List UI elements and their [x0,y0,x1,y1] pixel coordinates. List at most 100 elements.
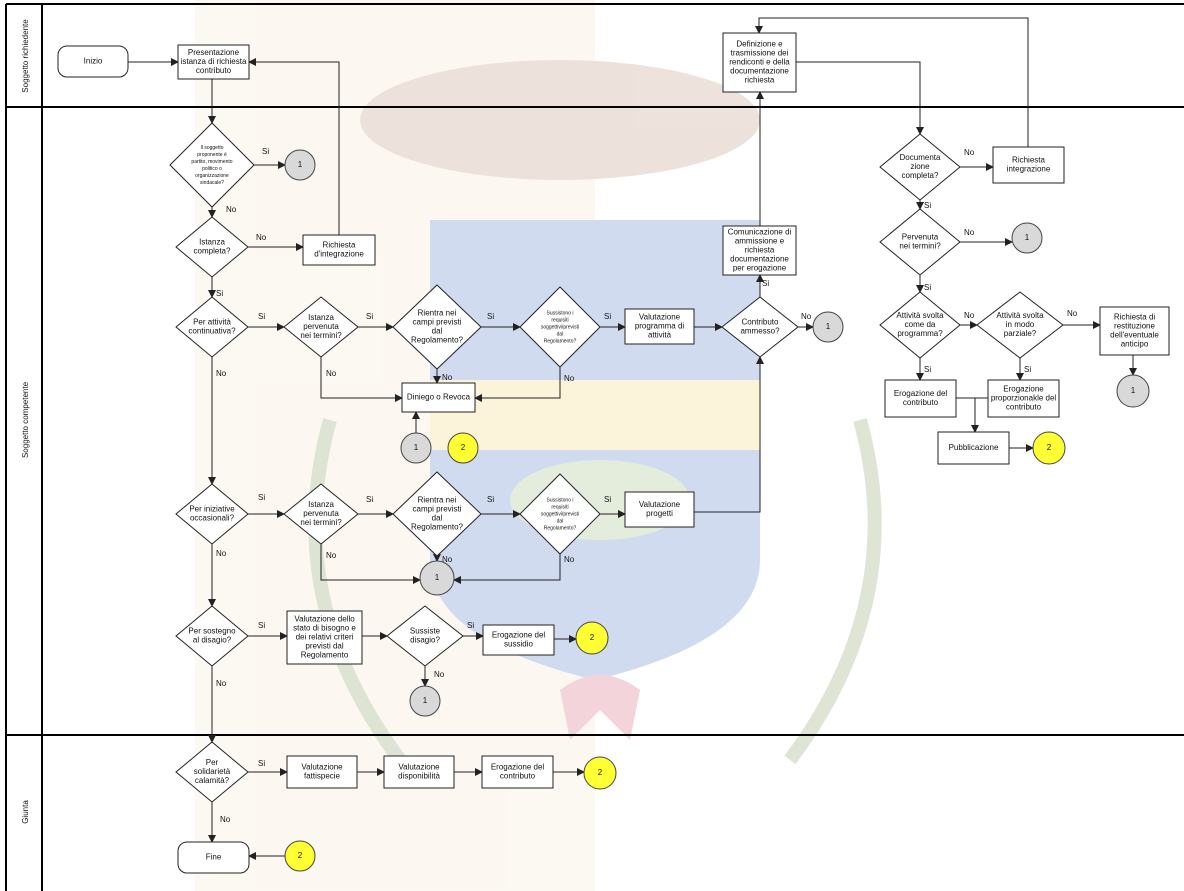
presentazione-text-line: istanza di richiesta [181,57,247,66]
connector-1-disagio-label: 1 [423,696,428,705]
valut-programma-text-line: attività [648,331,672,340]
q-sussiste-text-line: Sussiste [410,627,441,636]
inizio-text-line: Inizio [84,57,103,66]
presentazione-text-line: Presentazione [188,48,240,57]
q-pervenuta2-text-line: Istanza [308,500,334,509]
q-sussistono1-text-line: requisiti [551,317,568,323]
connector-1-diniego-circle [400,432,432,464]
connector-2-sussidio-circle [575,621,609,655]
q-rientra1-diamond [392,284,482,370]
q-partito-text-line: organizzazione [195,173,229,179]
q-rientra1-text-line: Regolamento? [411,336,464,345]
connector-2-pubblicazione-circle [1032,431,1066,465]
q-occasionali-text-line: occasionali? [190,514,235,523]
valut-disponibilita-shape [383,755,455,789]
connector-2-diniego-circle [447,432,479,464]
q-pervenuta2-diamond [283,483,359,545]
connector-1-partito-circle [284,149,316,181]
erog-proporz-text-line: proporzionakle del [991,394,1057,403]
watermark-shield-top [430,220,760,370]
connector-1-contributo-circle [812,311,844,343]
q-istanza-diamond [175,216,249,278]
q-occasionali-diamond [175,483,249,545]
edge-label-si-15: Si [366,495,373,504]
fine-box: Fine [177,841,250,874]
q-disagio-text-line: al disagio? [193,636,232,645]
swim-lanes: Soggetto richiedente Soggetto competente… [5,3,1184,891]
q-attivita-parz-text-line: parziale? [1004,329,1037,338]
edge-label-si-31: Si [924,283,931,292]
connector-1-restituzione-circle [1116,374,1150,408]
erog-contributo1-text-line: contributo [903,398,939,407]
q-disagio-text-line: Per sostegno [188,627,236,636]
q-partito-text-line: sindacale? [200,180,224,186]
edge-label-no-30: No [964,228,975,237]
erog-contributo2-shape [481,755,554,789]
edge-label-si-7: Si [604,312,611,321]
connector-1-disagio: 1 [409,685,441,717]
edge-label-no-13: No [216,369,227,378]
erog-contributo1-shape [884,379,957,418]
valut-bisogno-text-line: Regolamento [301,651,349,660]
diniego-shape [401,382,476,413]
connector-2-fine-label: 2 [298,851,303,860]
edge-label-no-20: No [564,555,575,564]
flow-edge-28 [694,356,764,513]
connector-1-pervenuta3: 1 [1011,222,1043,254]
richiesta-restit-box: Richiesta direstituzionedell'eventualean… [1099,306,1170,356]
connector-1-contributo-label: 1 [826,322,831,331]
flow-edges [128,17,1137,860]
erog-contributo1-text-line: Erogazione del [894,389,948,398]
comunicazione-text-line: ammissione e [735,237,785,246]
q-pervenuta3-text-line: nei termini? [899,242,941,251]
richiesta-integr2-text-line: integrazione [1007,165,1051,174]
edge-label-no-8: No [801,312,812,321]
edge-label-si-5: Si [366,312,373,321]
flow-edge-29 [320,544,421,584]
flow-edge-31 [453,554,561,584]
flow-edge-22 [474,367,561,402]
erog-contributo2-text-line: Erogazione del [491,763,545,772]
edge-label-no-25: No [216,679,227,688]
q-rientra1-text-line: Rientra nei [418,309,457,318]
connector-1-pervenuta3-circle [1011,222,1043,254]
lane-label-competente: Soggetto competente [21,381,30,458]
flow-edge-43 [755,17,1029,147]
valut-disponibilita-text-line: disponibilità [398,772,440,781]
q-attivita-parz-diamond [976,291,1064,359]
comunicazione-text-line: documentazione [730,255,789,264]
connector-1-diniego-label: 1 [414,443,419,452]
q-documentazione-text-line: completa? [902,171,939,180]
q-sussistono1-diamond [519,286,601,368]
edge-label-si-9: Si [762,279,769,288]
valut-progetti-text-line: Valutazione [639,500,681,509]
valut-fattispecie-shape [286,755,358,789]
pubblicazione-box: Pubblicazione [937,431,1010,465]
pubblicazione-shape [937,431,1010,465]
q-documentazione-diamond [879,133,961,201]
connector-2-sussidio-label: 2 [590,633,595,642]
comunicazione-text-line: Comunicazione di [728,228,792,237]
edge-label-si-0: Si [262,147,269,156]
q-documentazione-text-line: Documenta [900,153,941,162]
edge-label-no-27: No [220,815,231,824]
q-rientra2-diamond [392,471,482,557]
richiesta-restit-text-line: restituzione [1114,322,1155,331]
definizione-shape [722,32,797,93]
flow-edge-41 [796,61,924,135]
fine-shape [177,841,250,874]
q-contributo-text-line: Contributo [742,318,779,327]
connector-2-giunta-label: 2 [598,768,603,777]
edge-label-si-22: Si [258,621,265,630]
